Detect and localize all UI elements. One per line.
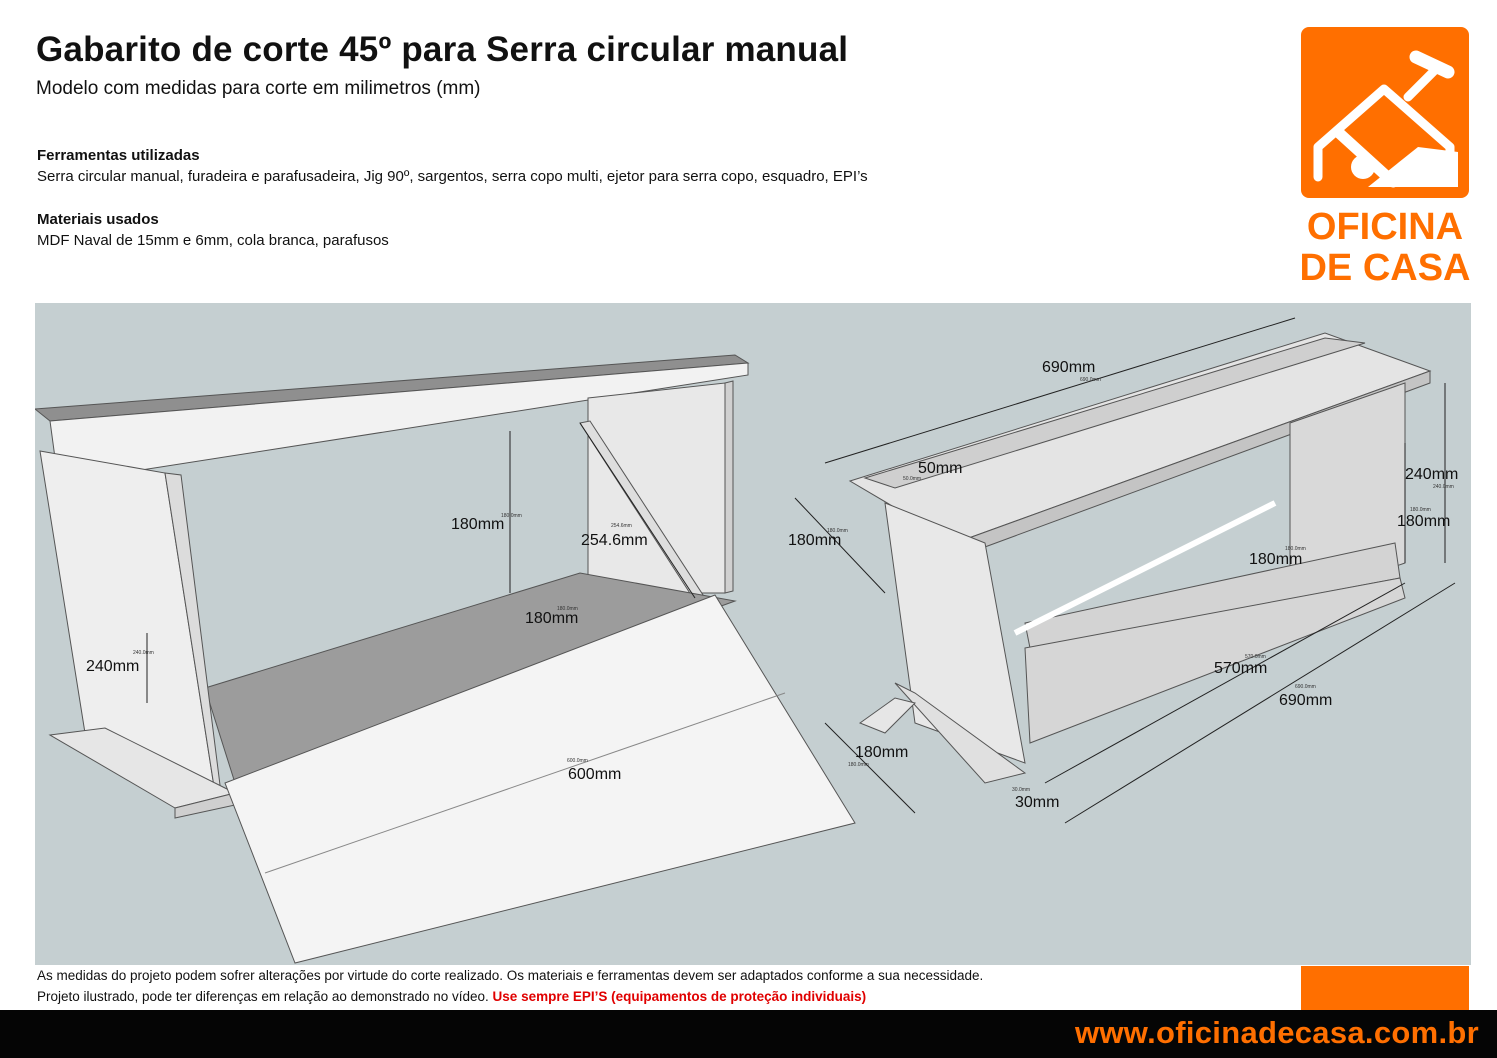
materials-heading: Materiais usados [37,211,159,228]
dim-small-690-top: 690.0mm [1080,377,1101,383]
tools-heading: Ferramentas utilizadas [37,147,200,164]
disclaimer-note: As medidas do projeto podem sofrer alter… [37,968,984,983]
dim-240-right: 240mm [1405,466,1459,483]
dim-small-240: 240.0mm [133,650,154,656]
dim-570: 570mm [1214,660,1268,677]
footer-bar: www.oficinadecasa.com.br [0,1010,1497,1058]
illustration-note-text: Projeto ilustrado, pode ter diferenças e… [37,989,489,1004]
safety-warning: Use sempre EPI’S (equipamentos de proteç… [492,989,867,1004]
dim-180-inner: 180mm [1249,551,1303,568]
materials-text: MDF Naval de 15mm e 6mm, cola branca, pa… [37,232,389,249]
dim-small-690-bottom: 690.0mm [1295,684,1316,690]
dim-180-vertical: 180mm [451,516,505,533]
tools-text: Serra circular manual, furadeira e paraf… [37,168,868,185]
footer-accent [1301,966,1469,1010]
dim-small-180-base: 180.0mm [848,762,869,768]
dim-small-254-6: 254.6mm [611,523,632,529]
dim-180-depth: 180mm [525,610,579,627]
dim-600: 600mm [568,766,622,783]
dim-small-180-depth: 180.0mm [557,606,578,612]
left-view-drawing [35,354,856,964]
project-illustration: 180mm 180.0mm 254.6mm 254.6mm 180mm 180.… [35,303,1471,965]
dim-small-570: 570.0mm [1245,654,1266,660]
dim-690-top: 690mm [1042,359,1096,376]
logo-line1: OFICINA [1307,206,1463,248]
dim-180-left: 180mm [788,532,842,549]
dim-small-600: 600.0mm [567,758,588,764]
plane-icon [1351,147,1458,187]
logo-line2: DE CASA [1299,247,1470,289]
dim-50: 50mm [918,460,963,477]
dim-30: 30mm [1015,794,1060,811]
dim-small-50: 50.0mm [903,476,922,482]
illustration-note: Projeto ilustrado, pode ter diferenças e… [37,989,866,1004]
page-title: Gabarito de corte 45º para Serra circula… [36,30,849,69]
dim-254-6: 254.6mm [581,532,648,549]
right-view-drawing [794,317,1456,824]
dim-small-240-right: 240.0mm [1433,484,1454,490]
dim-small-180-left: 180.0mm [827,528,848,534]
dim-690-bottom: 690mm [1279,692,1333,709]
dim-small-180-inner: 180.0mm [1285,546,1306,552]
dim-180-right: 180mm [1397,513,1451,530]
dim-small-180-vertical: 180.0mm [501,513,522,519]
oficina-de-casa-logo: OFICINA DE CASA [1298,27,1472,289]
dim-small-30: 30.0mm [1012,787,1031,793]
dim-180-base: 180mm [855,744,909,761]
dim-small-180-right: 180.0mm [1410,507,1431,513]
page-subtitle: Modelo com medidas para corte em milimet… [36,78,481,99]
website-url: www.oficinadecasa.com.br [1074,1015,1479,1050]
dim-240: 240mm [86,658,140,675]
